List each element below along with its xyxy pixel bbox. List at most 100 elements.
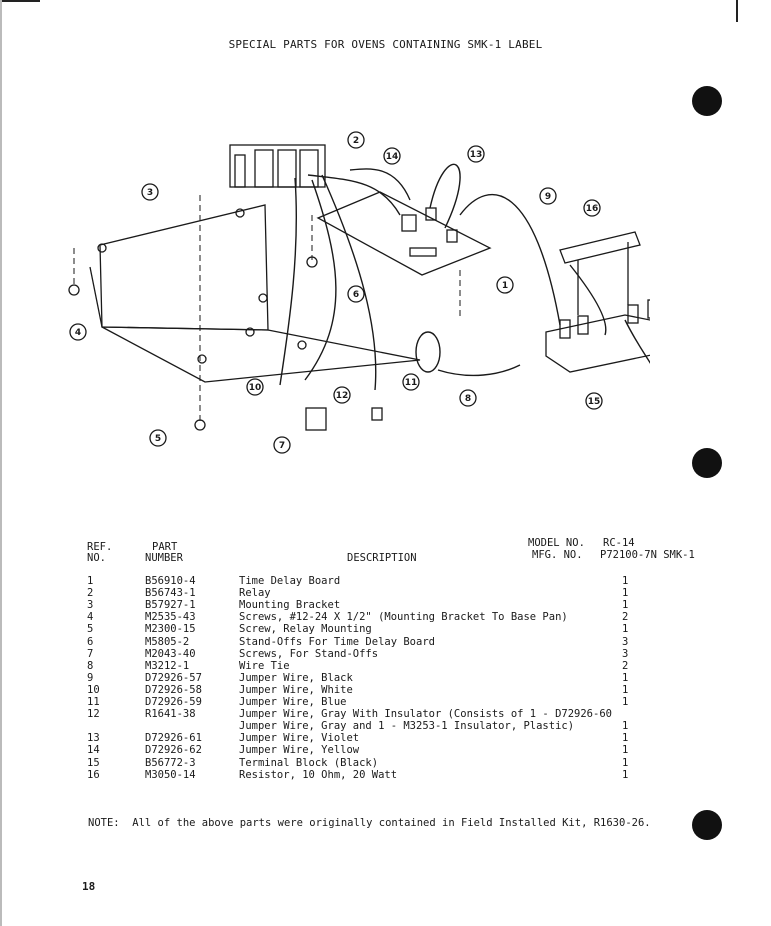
- footnote: NOTE: All of the above parts were origin…: [88, 817, 651, 829]
- ref-cell: 12: [87, 708, 100, 721]
- mounting-bracket: [89, 204, 421, 383]
- table-row: 14 D72926-62 Jumper Wire, Yellow 1: [0, 744, 771, 756]
- callout-label-16: 16: [586, 204, 599, 214]
- description-cell: Time Delay Board: [239, 575, 341, 587]
- callout-label-10: 10: [249, 383, 262, 393]
- callout-label-12: 12: [336, 391, 349, 401]
- description-cell: Stand-Offs For Time Delay Board: [239, 635, 435, 648]
- callout-circle-14: [383, 147, 401, 165]
- callout-label-6: 6: [353, 290, 359, 300]
- callout-circle-8: [459, 389, 477, 407]
- ref-cell: 2: [87, 587, 94, 600]
- table-row: 2 B56743-1 Relay 1: [0, 587, 771, 599]
- ref-cell: 15: [87, 756, 100, 769]
- quantity-cell: 1: [622, 599, 629, 612]
- relay: [229, 144, 326, 188]
- callout-circle-13: [467, 145, 485, 163]
- header-mfg-label: MFG. NO.: [532, 549, 583, 561]
- part-number-cell: D72926-62: [145, 744, 202, 757]
- quantity-cell: 1: [622, 732, 629, 745]
- quantity-cell: 2: [622, 611, 629, 624]
- callout-circle-11: [402, 373, 420, 391]
- callout-label-2: 2: [353, 136, 359, 146]
- part-number-cell: D72926-59: [145, 696, 202, 708]
- ref-cell: 16: [87, 768, 100, 781]
- description-cell: Mounting Bracket: [239, 599, 341, 612]
- header-part-1: PART: [152, 541, 178, 553]
- description-cell: Wire Tie: [239, 659, 290, 672]
- description-cell: Terminal Block (Black): [239, 756, 379, 769]
- ref-cell: 10: [87, 683, 100, 696]
- quantity-cell: 1: [622, 744, 629, 757]
- quantity-cell: 3: [622, 647, 629, 660]
- header-ref-2: NO.: [87, 552, 106, 564]
- ref-cell: 7: [87, 647, 94, 660]
- ref-cell: 1: [87, 575, 94, 587]
- ref-cell: 13: [87, 732, 100, 745]
- ref-cell: 14: [87, 744, 100, 757]
- quantity-cell: 1: [622, 720, 629, 733]
- callout-circle-12: [333, 386, 351, 404]
- callout-circle-7: [273, 436, 291, 454]
- quantity-cell: 1: [622, 587, 629, 600]
- description-cell: Jumper Wire, White: [239, 683, 353, 696]
- header-model-label: MODEL NO.: [528, 537, 585, 549]
- description-cell: Screw, Relay Mounting: [239, 623, 372, 636]
- callout-label-7: 7: [279, 441, 285, 451]
- ref-cell: 11: [87, 696, 100, 708]
- quantity-cell: 1: [622, 683, 629, 696]
- top-edge-line: [0, 0, 40, 2]
- ref-cell: 5: [87, 623, 94, 636]
- callout-label-14: 14: [386, 152, 399, 162]
- description-cell: Jumper Wire, Black: [239, 671, 353, 684]
- page-number: 18: [82, 880, 96, 893]
- description-cell: Jumper Wire, Blue: [239, 696, 347, 708]
- part-number-cell: B56743-1: [145, 587, 196, 600]
- binder-hole-top: [692, 86, 722, 116]
- callout-label-15: 15: [588, 397, 601, 407]
- callout-label-8: 8: [465, 394, 471, 404]
- terminal-block: [545, 299, 650, 373]
- header-mfg-value: P72100-7N SMK-1: [600, 549, 695, 561]
- ref-cell: 9: [87, 671, 94, 684]
- quantity-cell: 1: [622, 623, 629, 636]
- table-row: Jumper Wire, Gray and 1 - M3253-1 Insula…: [0, 720, 771, 732]
- part-number-cell: M3212-1: [145, 659, 190, 672]
- description-cell: Screws, #12-24 X 1/2" (Mounting Bracket …: [239, 611, 568, 624]
- callout-circle-3: [141, 183, 159, 201]
- binder-hole-bottom: [692, 810, 722, 840]
- callout-circle-2: [347, 131, 365, 149]
- description-cell: Jumper Wire, Yellow: [239, 744, 360, 757]
- quantity-cell: 1: [622, 575, 629, 587]
- callout-label-5: 5: [155, 434, 161, 444]
- part-number-cell: B57927-1: [145, 599, 196, 612]
- guide-lines: [73, 195, 461, 425]
- right-edge-mark: [736, 0, 738, 22]
- left-edge-line: [0, 0, 2, 926]
- callout-circle-9: [539, 187, 557, 205]
- header-model-value: RC-14: [603, 537, 635, 549]
- quantity-cell: 2: [622, 659, 629, 672]
- description-cell: Resistor, 10 Ohm, 20 Watt: [239, 768, 398, 781]
- quantity-cell: 1: [622, 768, 629, 781]
- part-number-cell: B56772-3: [145, 756, 196, 769]
- description-cell: Relay: [239, 587, 271, 600]
- callout-circle-15: [585, 392, 603, 410]
- callout-circle-1: [496, 276, 514, 294]
- description-cell: Jumper Wire, Violet: [239, 732, 360, 745]
- jumper-wires: [279, 163, 650, 391]
- callout-circle-6: [347, 285, 365, 303]
- header-part-2: NUMBER: [145, 552, 183, 564]
